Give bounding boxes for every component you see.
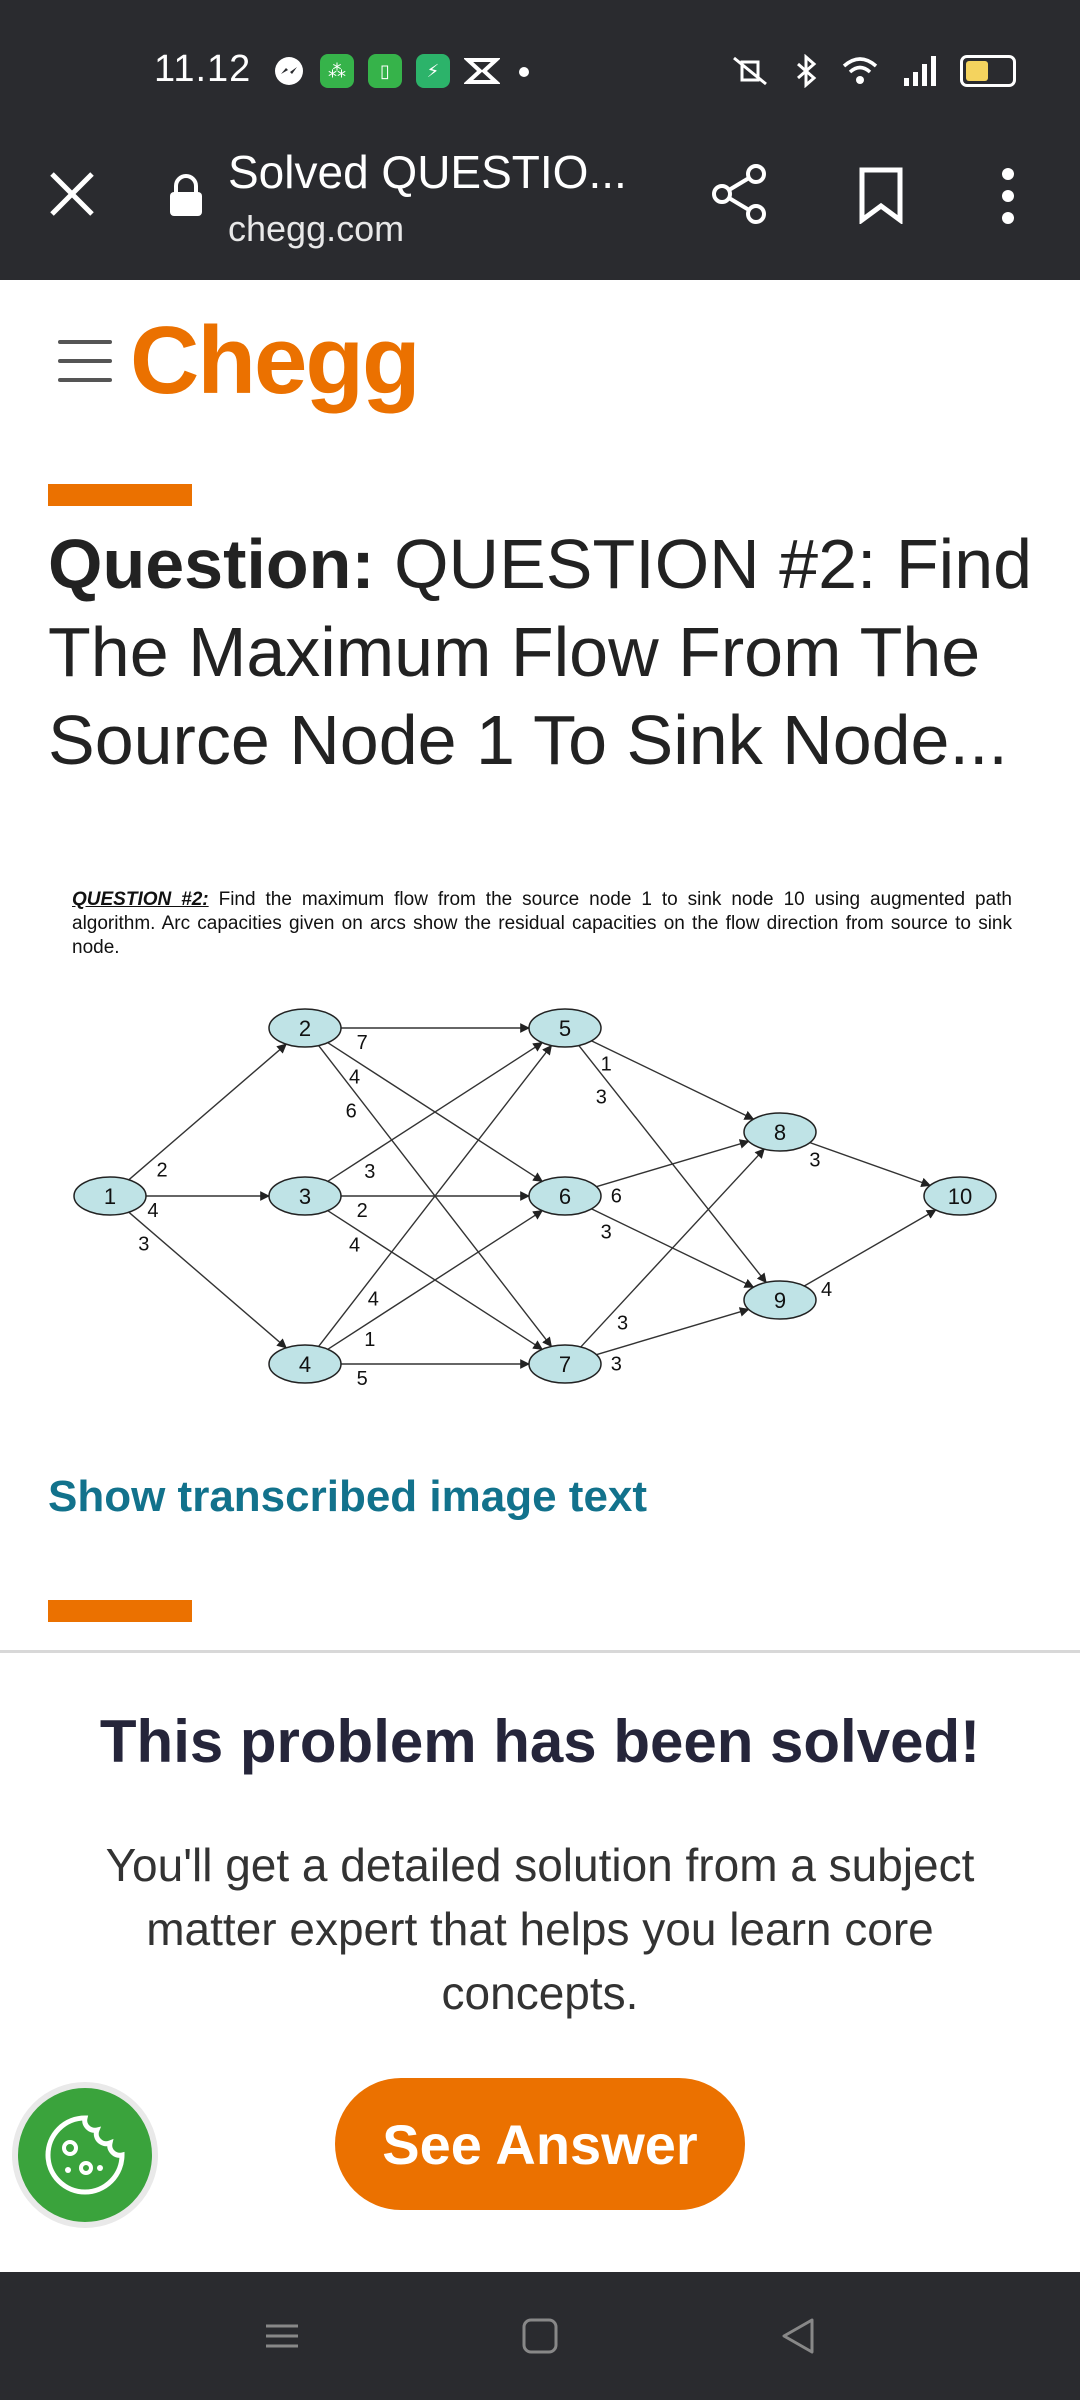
- signal-icon: [904, 56, 936, 86]
- node-9: [743, 1280, 817, 1320]
- status-time: 11.12: [154, 48, 252, 90]
- figure-text: Find the maximum flow from the source no…: [72, 889, 1012, 958]
- node-label-8: 8: [774, 1120, 786, 1145]
- edge-capacity-7-9: 3: [611, 1353, 622, 1375]
- node-label-5: 5: [559, 1016, 571, 1041]
- share-icon[interactable]: [708, 162, 772, 226]
- node-label-9: 9: [774, 1288, 786, 1313]
- edge-1-4: [128, 1211, 287, 1349]
- question-heading: Question: QUESTION #2: Find The Maximum …: [48, 520, 1038, 784]
- edge-capacity-6-8: 6: [611, 1185, 622, 1207]
- cookie-icon: [45, 2115, 125, 2195]
- edge-5-8: [591, 1040, 755, 1120]
- accent-bar-bottom: [48, 1600, 192, 1622]
- status-bar: 11.12 ⁂ ▯ ⚡: [0, 0, 1080, 140]
- edge-capacity-2-6: 4: [349, 1067, 360, 1089]
- page-title[interactable]: Solved QUESTIO...: [228, 146, 627, 198]
- node-label-6: 6: [559, 1184, 571, 1209]
- dot-icon: [519, 67, 529, 77]
- system-icons: [728, 54, 1016, 88]
- node-5: [528, 1008, 602, 1048]
- node-10: [923, 1176, 997, 1216]
- edge-1-2: [128, 1043, 287, 1181]
- edge-capacity-7-8: 3: [617, 1312, 628, 1334]
- node-3: [268, 1176, 342, 1216]
- edge-capacity-2-7: 6: [346, 1100, 357, 1122]
- edge-capacity-4-6: 1: [364, 1329, 375, 1351]
- edge-capacity-5-9: 3: [596, 1087, 607, 1109]
- edge-8-10: [809, 1141, 932, 1188]
- node-label-3: 3: [299, 1184, 311, 1209]
- edge-capacity-6-9: 3: [601, 1221, 612, 1243]
- node-6: [528, 1176, 602, 1216]
- battery-app-icon: ▯: [368, 54, 402, 88]
- edge-capacity-1-2: 2: [156, 1160, 167, 1182]
- solved-description: You'll get a detailed solution from a su…: [105, 1839, 975, 2019]
- question-label: Question:: [48, 525, 375, 603]
- edge-4-6: [327, 1210, 544, 1350]
- recent-apps-icon[interactable]: [262, 2308, 302, 2364]
- node-label-2: 2: [299, 1016, 311, 1041]
- edge-capacity-1-4: 3: [138, 1234, 149, 1256]
- solved-title: This problem has been solved!: [99, 1708, 981, 1775]
- edge-capacity-2-5: 7: [357, 1032, 368, 1054]
- messenger-icon: [275, 57, 303, 85]
- chegg-logo[interactable]: Chegg: [130, 307, 421, 414]
- app-icon: ⁂: [320, 54, 354, 88]
- edge-capacity-3-6: 2: [357, 1200, 368, 1222]
- edge-capacity-9-10: 4: [821, 1279, 832, 1301]
- edge-7-8: [580, 1148, 765, 1348]
- node-7: [528, 1344, 602, 1384]
- node-label-4: 4: [299, 1352, 311, 1377]
- notification-icons: ⁂ ▯ ⚡: [272, 54, 534, 88]
- figure-label: QUESTION #2:: [72, 889, 209, 910]
- network-diagram: 2 4 3 7 4 6 3 2 4 4 1 5 1 3 6 3 3 3 3 4 1 2 3 4 5 6 7 8 9 10: [73, 1008, 997, 1390]
- edge-capacity-1-3: 4: [147, 1200, 158, 1222]
- node-8: [743, 1112, 817, 1152]
- mute-vibrate-icon: [733, 56, 767, 86]
- close-icon[interactable]: [44, 166, 100, 222]
- node-label-10: 10: [948, 1184, 972, 1209]
- edge-capacity-4-7: 5: [357, 1368, 368, 1390]
- bookmark-icon[interactable]: [858, 166, 904, 224]
- capcut-icon: [464, 58, 500, 84]
- figure-caption: QUESTION #2: Find the maximum flow from …: [72, 888, 1012, 960]
- solved-panel: This problem has been solved! You'll get…: [0, 1650, 1080, 2273]
- bluetooth-icon: [797, 54, 817, 88]
- see-answer-button[interactable]: See Answer: [335, 2078, 745, 2210]
- node-4: [268, 1344, 342, 1384]
- more-options-icon[interactable]: [996, 166, 1020, 226]
- edge-capacity-5-8: 1: [601, 1053, 612, 1075]
- lock-icon: [170, 174, 202, 216]
- node-2: [268, 1008, 342, 1048]
- edge-6-8: [596, 1139, 750, 1188]
- accent-bar-top: [48, 484, 192, 506]
- show-transcribed-link[interactable]: Show transcribed image text: [48, 1472, 648, 1521]
- security-icon: ⚡: [416, 54, 450, 88]
- edge-3-5: [327, 1042, 544, 1182]
- battery-icon: [960, 55, 1016, 87]
- back-icon[interactable]: [778, 2308, 818, 2364]
- question-image[interactable]: QUESTION #2: Find the maximum flow from …: [60, 880, 1020, 1480]
- wifi-icon: [842, 57, 878, 84]
- edge-9-10: [803, 1209, 937, 1287]
- node-label-1: 1: [104, 1184, 116, 1209]
- edge-capacity-4-5: 4: [368, 1289, 379, 1311]
- question-text: QUESTION #2: Find The Maximum Flow From …: [48, 525, 1033, 779]
- system-nav-bar: [0, 2272, 1080, 2400]
- node-1: [73, 1176, 147, 1216]
- page-domain[interactable]: chegg.com: [228, 208, 405, 249]
- edge-capacity-8-10: 3: [809, 1149, 820, 1171]
- hamburger-menu-icon[interactable]: [58, 340, 112, 382]
- node-label-7: 7: [559, 1352, 571, 1377]
- cookie-settings-button[interactable]: [12, 2082, 158, 2228]
- home-icon[interactable]: [520, 2308, 560, 2364]
- edge-capacity-3-7: 4: [349, 1235, 360, 1257]
- edge-4-5: [318, 1044, 552, 1347]
- edge-capacity-3-5: 3: [364, 1161, 375, 1183]
- edge-7-9: [596, 1307, 750, 1356]
